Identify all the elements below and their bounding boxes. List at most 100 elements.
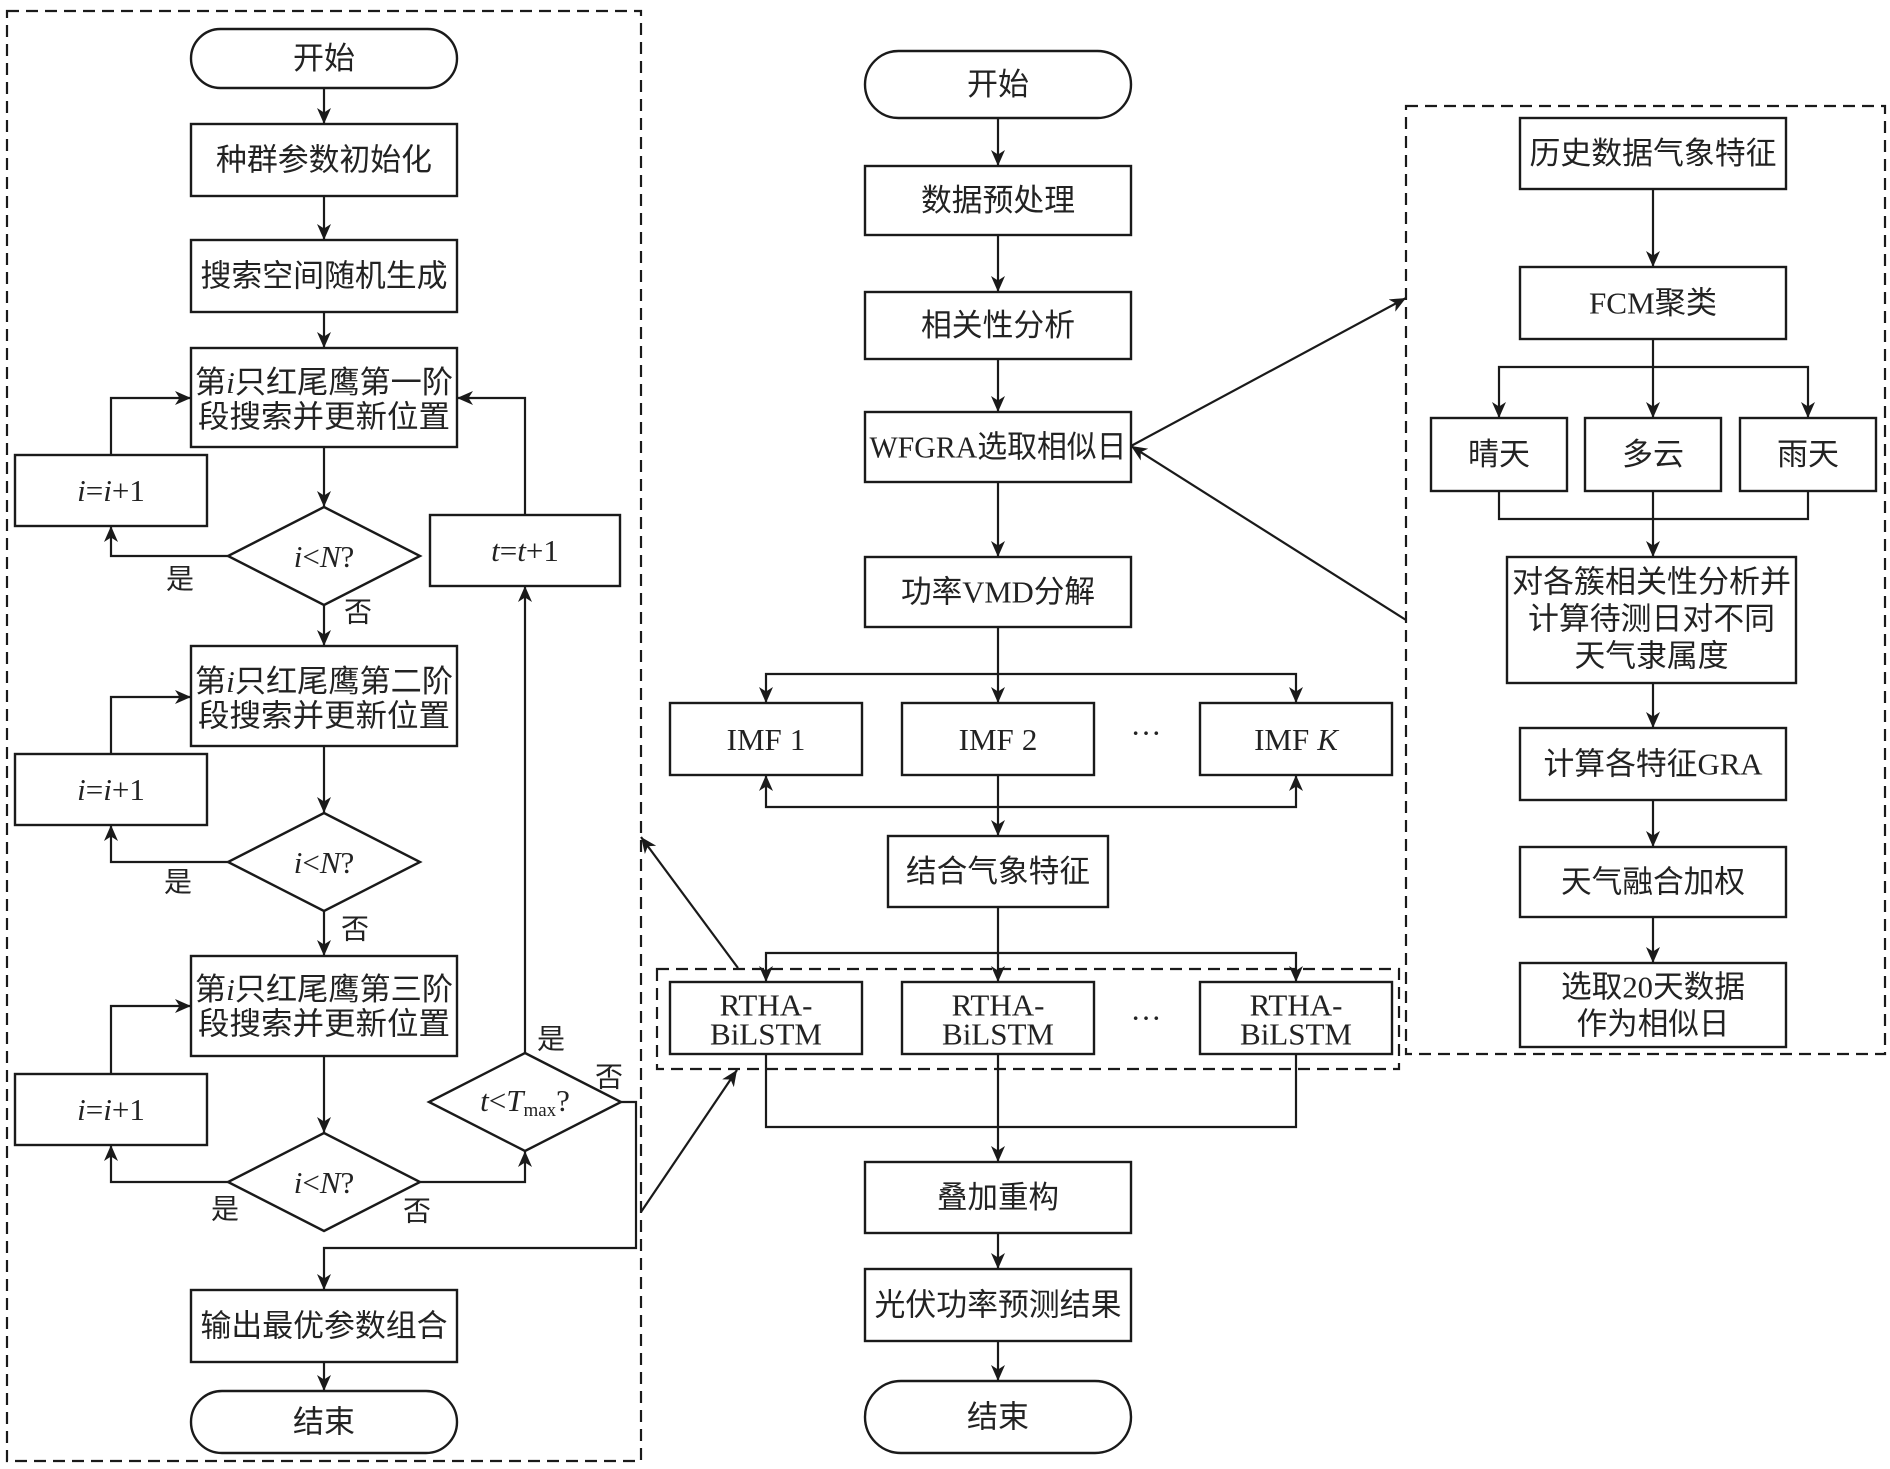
model-k-line2: BiLSTM — [1240, 1017, 1352, 1052]
chk3-op: < — [302, 1165, 319, 1200]
vmd-box — [863, 555, 1133, 629]
arrow-vmd-to-imfk — [998, 672, 1303, 703]
inc3-var: i — [77, 1092, 86, 1127]
yes-label-3: 是 — [211, 1195, 239, 1226]
stage-1-line1: 第i只红尾鹰第一阶 — [195, 365, 453, 400]
arrow-wfgra-to-right-panel — [1130, 297, 1407, 447]
imf-box-k — [1198, 701, 1394, 777]
left-panel-boundary — [5, 9, 643, 1463]
arrow-meteo-to-modelk — [998, 951, 1303, 982]
arrow-check1-yes-to-increment1 — [104, 526, 228, 558]
imf-2-name: IMF — [959, 722, 1014, 757]
no-label-3: 否 — [403, 1197, 431, 1228]
chk2-q: ? — [341, 845, 355, 880]
chk3-q: ? — [341, 1165, 355, 1200]
stage-1-prefix: 第 — [195, 365, 226, 400]
cross-links — [640, 297, 1407, 1213]
arrow-right-panel-to-wfgra — [1130, 445, 1407, 621]
reconstruct-label: 叠加重构 — [937, 1180, 1059, 1215]
stage-3-rest: 只红尾鹰第三阶 — [235, 972, 453, 1007]
arrow-check3-no-to-check-t — [420, 1151, 532, 1184]
membership-line1: 对各簇相关性分析并 — [1512, 565, 1791, 600]
arrow-left-panel-to-models — [640, 1069, 738, 1213]
stage-2-var: i — [226, 664, 235, 699]
check-i-label-1: i<N? — [294, 539, 355, 574]
right-panel-boundary — [1404, 104, 1887, 1056]
imf-1-name: IMF — [727, 722, 782, 757]
stage-3-line1: 第i只红尾鹰第三阶 — [195, 972, 453, 1007]
chk3-var: i — [294, 1165, 303, 1200]
arrow-increment2-to-stage2 — [109, 690, 191, 754]
wfgra-label: WFGRA选取相似日 — [870, 430, 1127, 465]
inc3-var2: i — [103, 1092, 112, 1127]
history-box — [1518, 116, 1788, 191]
chk1-var: i — [294, 539, 303, 574]
imf-k-name: IMF — [1254, 722, 1309, 757]
inct-plus: +1 — [526, 533, 559, 568]
no-label-2: 否 — [341, 915, 369, 946]
gra-label: 计算各特征GRA — [1544, 747, 1764, 782]
increment-i-box-2 — [13, 752, 209, 827]
inc1-var2: i — [103, 473, 112, 508]
chkt-var: t — [480, 1083, 490, 1118]
cluster-label-sunny: 晴天 — [1468, 437, 1530, 472]
vmd-label: 功率VMD分解 — [901, 575, 1095, 610]
stage-2-rest: 只红尾鹰第二阶 — [235, 664, 453, 699]
imf-box-1 — [668, 701, 864, 777]
preprocess-label: 数据预处理 — [921, 183, 1075, 218]
inc2-plus: +1 — [112, 772, 145, 807]
stage-2-line2: 段搜索并更新位置 — [198, 699, 450, 734]
chk2-op: < — [302, 845, 319, 880]
select-line2: 作为相似日 — [1577, 1007, 1730, 1042]
check-i-label-2: i<N? — [294, 845, 355, 880]
inc3-eq: = — [86, 1092, 103, 1127]
models-merge-line — [764, 1054, 1298, 1129]
inc2-var: i — [77, 772, 86, 807]
arrow-fcm-to-rainy — [1653, 365, 1815, 418]
right-panel: 历史数据气象特征 FCM聚类 晴天 多云 雨天 对各簇相关性分析并 计算待测日对… — [1404, 104, 1887, 1056]
stage-1-line2: 段搜索并更新位置 — [198, 400, 450, 435]
arrow-check3-yes-to-increment3 — [104, 1145, 228, 1184]
model-group-boundary — [655, 967, 1401, 1071]
init-box — [189, 122, 459, 198]
increment-i-box-1 — [13, 453, 209, 528]
chk2-var: i — [294, 845, 303, 880]
increment-i-label-3: i=i+1 — [77, 1092, 145, 1127]
inc3-plus: +1 — [112, 1092, 145, 1127]
main-start-label: 开始 — [967, 67, 1029, 102]
imf-2-index: 2 — [1022, 722, 1038, 757]
meteo-box — [886, 834, 1110, 909]
search-space-label: 搜索空间随机生成 — [201, 259, 448, 294]
no-label-t: 否 — [595, 1063, 623, 1094]
gra-box — [1518, 726, 1788, 802]
output-box — [189, 1288, 459, 1364]
select-box — [1518, 961, 1788, 1049]
stage-3-var: i — [226, 972, 235, 1007]
imf-1-index: 1 — [790, 722, 806, 757]
main-end-label: 结束 — [967, 1400, 1029, 1435]
history-label: 历史数据气象特征 — [1530, 136, 1777, 171]
check-t-label: t<Tmax? — [480, 1083, 570, 1121]
stage-3-box — [189, 954, 459, 1058]
model-2-line2: BiLSTM — [942, 1017, 1054, 1052]
arrow-increment-t-to-stage1 — [457, 391, 527, 515]
chk1-op: < — [302, 539, 319, 574]
membership-line3: 天气隶属度 — [1575, 639, 1729, 674]
arrow-meteo-to-model1 — [759, 951, 998, 982]
arrow-increment1-to-stage1 — [109, 391, 191, 455]
membership-box — [1505, 555, 1798, 685]
inct-var: t — [491, 533, 501, 568]
correlation-label: 相关性分析 — [921, 308, 1075, 343]
cluster-label-rainy: 雨天 — [1777, 437, 1839, 472]
model-box-1 — [668, 980, 864, 1056]
cluster-box-cloudy — [1583, 416, 1723, 493]
cluster-label-cloudy: 多云 — [1622, 437, 1684, 472]
fcm-label: FCM聚类 — [1589, 286, 1717, 321]
imf-ellipsis: ··· — [1131, 716, 1162, 751]
increment-t-label: t=t+1 — [491, 533, 559, 568]
increment-i-box-3 — [13, 1072, 209, 1147]
check-i-diamond-3 — [225, 1131, 423, 1233]
increment-t-box — [428, 513, 622, 588]
